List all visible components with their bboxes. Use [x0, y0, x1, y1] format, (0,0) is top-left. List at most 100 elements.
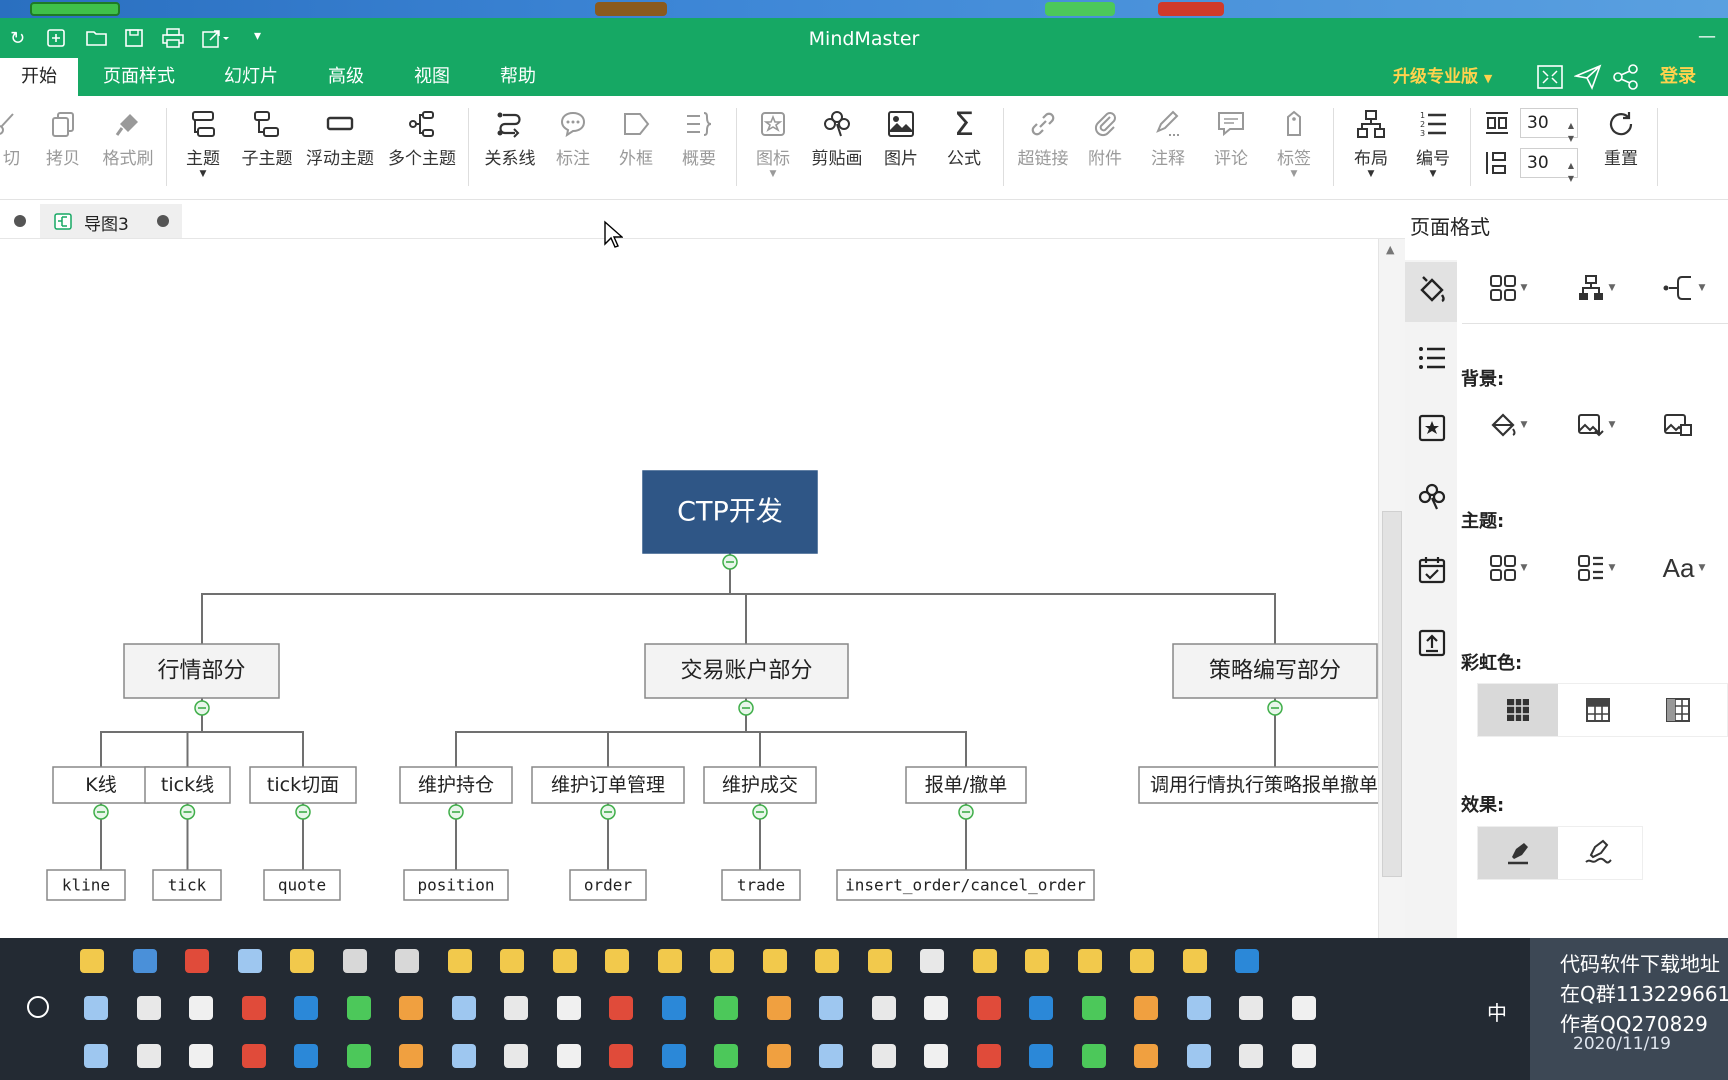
map-structure-dropdown[interactable]: ▼	[1570, 268, 1622, 308]
taskbar-app-icon[interactable]	[346, 996, 371, 1020]
taskbar-app-icon[interactable]	[84, 996, 108, 1020]
taskbar-app-icon[interactable]	[136, 996, 161, 1020]
taskbar-app-icon[interactable]	[867, 949, 892, 973]
taskbar-app-icon[interactable]	[1239, 996, 1263, 1020]
subtopic[interactable]	[144, 766, 231, 804]
subtopic-button[interactable]: 子主题	[232, 106, 302, 169]
background-fill-dropdown[interactable]: ▼	[1482, 405, 1534, 445]
tag-button[interactable]: 标签 ▼	[1259, 106, 1329, 179]
start-button[interactable]	[27, 996, 49, 1018]
taskbar-app-icon[interactable]	[815, 949, 839, 973]
taskbar-app-icon[interactable]	[976, 1044, 1001, 1068]
theme-font-dropdown[interactable]: Aa▼	[1658, 548, 1710, 588]
taskbar-app-icon[interactable]	[710, 949, 734, 973]
taskbar-app-icon[interactable]	[1081, 1044, 1106, 1068]
taskbar-app-icon[interactable]	[661, 996, 686, 1020]
taskbar-app-icon[interactable]	[399, 996, 423, 1020]
scrollbar-thumb[interactable]	[1382, 511, 1402, 877]
icon-library-tab-icon[interactable]	[1417, 413, 1447, 443]
print-icon[interactable]	[162, 28, 184, 48]
taskbar-app-icon[interactable]	[1291, 996, 1316, 1020]
taskbar-app-icon[interactable]	[609, 996, 633, 1020]
taskbar-app-icon[interactable]	[346, 1044, 371, 1068]
taskbar-app-icon[interactable]	[661, 1044, 686, 1068]
taskbar-app-icon[interactable]	[1130, 949, 1154, 973]
taskbar-app-icon[interactable]	[1186, 996, 1211, 1020]
subtopic[interactable]	[531, 766, 685, 804]
taskbar-app-icon[interactable]	[605, 949, 629, 973]
taskbar-app-icon[interactable]	[500, 949, 524, 973]
taskbar-app-icon[interactable]	[609, 1044, 633, 1068]
outline-list-tab-icon[interactable]	[1417, 343, 1447, 373]
theme-grid-dropdown[interactable]: ▼	[1482, 548, 1534, 588]
stepper-up-icon[interactable]: ▲	[1567, 121, 1574, 130]
connector-style-dropdown[interactable]: ▼	[1658, 268, 1710, 308]
taskbar-app-icon[interactable]	[189, 1044, 213, 1068]
taskbar-app-icon[interactable]	[920, 949, 944, 973]
taskbar-app-icon[interactable]	[399, 1044, 423, 1068]
floating-topic-button[interactable]: 浮动主题	[301, 106, 379, 169]
taskbar-app-icon[interactable]	[871, 1044, 896, 1068]
scroll-up-arrow-icon[interactable]: ▲	[1386, 243, 1395, 256]
taskbar-app-icon[interactable]	[714, 996, 738, 1020]
taskbar-app-icon[interactable]	[819, 996, 843, 1020]
remove-background-image-button[interactable]	[1652, 405, 1704, 445]
taskbar-app-icon[interactable]	[447, 949, 472, 973]
vertical-scrollbar[interactable]: ▲	[1378, 239, 1405, 939]
comment-button[interactable]: 评论	[1196, 106, 1266, 169]
leaf-topic[interactable]	[46, 869, 126, 901]
login-button[interactable]: 登录	[1660, 66, 1696, 87]
taskbar-app-icon[interactable]	[924, 996, 948, 1020]
leaf-topic[interactable]	[569, 869, 647, 901]
taskbar-app-icon[interactable]	[342, 949, 367, 973]
note-button[interactable]: 注释	[1133, 106, 1203, 169]
taskbar-app-icon[interactable]	[80, 949, 104, 973]
customize-toolbar-icon[interactable]: ▾	[254, 28, 262, 44]
taskbar-app-icon[interactable]	[1077, 949, 1102, 973]
boundary-button[interactable]: 外框	[601, 106, 671, 169]
taskbar-app-icon[interactable]	[556, 1044, 581, 1068]
icon-button[interactable]: 图标 ▼	[738, 106, 808, 179]
taskbar-app-icon[interactable]	[84, 1044, 108, 1068]
taskbar-app-icon[interactable]	[1291, 1044, 1316, 1068]
share-icon[interactable]	[1612, 64, 1640, 90]
taskbar-app-icon[interactable]	[132, 949, 157, 973]
theme-color-dropdown[interactable]: ▼	[1570, 548, 1622, 588]
taskbar-app-icon[interactable]	[552, 949, 577, 973]
formula-button[interactable]: Σ 公式	[929, 105, 999, 169]
root-topic[interactable]	[642, 470, 818, 554]
cut-button[interactable]: 切	[0, 106, 40, 169]
minimize-button[interactable]: —	[1698, 26, 1716, 47]
taskbar-app-icon[interactable]	[294, 1044, 318, 1068]
taskbar-app-icon[interactable]	[451, 1044, 476, 1068]
taskbar-app-icon[interactable]	[766, 996, 791, 1020]
subtopic[interactable]	[249, 766, 357, 804]
open-folder-icon[interactable]	[86, 29, 108, 47]
taskbar-app-icon[interactable]	[294, 996, 318, 1020]
rainbow-option-2[interactable]	[1558, 684, 1638, 736]
taskbar-app-icon[interactable]	[766, 1044, 791, 1068]
horizontal-spacing-input[interactable]: 30▲▼	[1520, 108, 1578, 143]
upgrade-pro-button[interactable]: 升级专业版 ▼	[1393, 58, 1492, 98]
taskbar-app-icon[interactable]	[451, 996, 476, 1020]
clover-tab-icon[interactable]	[1417, 482, 1447, 512]
taskbar-app-icon[interactable]	[1029, 1044, 1053, 1068]
fullscreen-icon[interactable]	[1536, 64, 1564, 90]
subtopic[interactable]	[1138, 766, 1378, 804]
send-icon[interactable]	[1574, 64, 1602, 90]
format-painter-button[interactable]: 格式刷	[93, 106, 163, 169]
tab-advanced[interactable]: 高级	[328, 66, 364, 87]
stepper-down-icon[interactable]: ▼	[1567, 134, 1574, 143]
picture-button[interactable]: 图片	[866, 106, 936, 169]
tab-help[interactable]: 帮助	[500, 66, 536, 87]
taskbar-app-icon[interactable]	[1029, 996, 1053, 1020]
taskbar-app-icon[interactable]	[871, 996, 896, 1020]
taskbar-app-icon[interactable]	[714, 1044, 738, 1068]
summary-button[interactable]: 概要	[664, 106, 734, 169]
callout-button[interactable]: 标注	[538, 106, 608, 169]
taskbar-app-icon[interactable]	[504, 1044, 528, 1068]
tab-start[interactable]: 开始	[0, 58, 78, 96]
main-topic[interactable]	[644, 643, 849, 699]
